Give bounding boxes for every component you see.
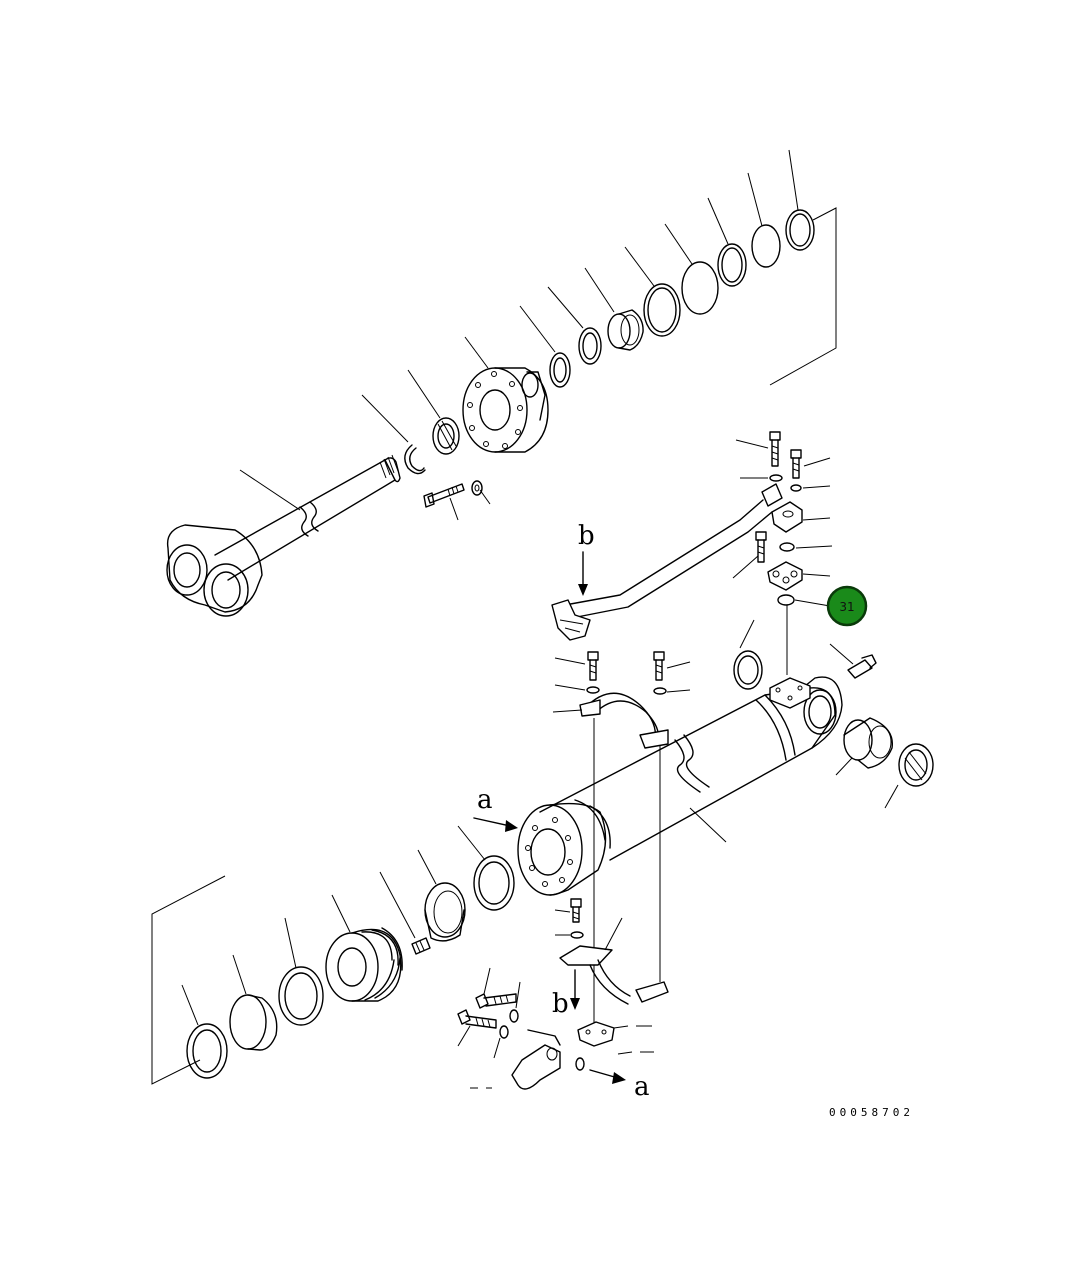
cylinder-head [462, 367, 549, 453]
head-washer [471, 480, 483, 496]
arrow-icon [612, 1072, 626, 1084]
clamp-bolt [570, 898, 582, 923]
hydraulic-pipe [551, 483, 783, 641]
washer [586, 686, 600, 694]
wear-ring [186, 1023, 228, 1079]
pipe-clamp [559, 945, 669, 1005]
flange-bolt [475, 993, 517, 1009]
bushing-sleeve [607, 309, 644, 351]
piston-rod [166, 454, 401, 617]
wear-ring [229, 994, 278, 1051]
dust-ring [785, 209, 815, 251]
piston-ring [278, 966, 324, 1026]
washer [769, 474, 783, 482]
view-arrow-a-top: a [473, 785, 518, 832]
washer [653, 687, 667, 695]
view-label-a: a [477, 785, 493, 815]
head-bolt [423, 483, 465, 508]
washer [790, 484, 802, 492]
o-ring [777, 594, 795, 606]
callout-badge[interactable] [826, 585, 868, 627]
piston-ring [681, 261, 719, 315]
piston [325, 927, 403, 1002]
group-bracket [769, 207, 837, 386]
cylinder-tube [517, 676, 843, 896]
view-label-b: b [552, 989, 569, 1019]
view-label-a: a [634, 1072, 650, 1102]
washer [499, 1025, 509, 1039]
backup-ring [751, 224, 781, 268]
seal-ring [578, 327, 602, 365]
arrow-icon [578, 584, 588, 596]
arrow-icon [505, 820, 518, 832]
view-arrow-b-top: b [578, 521, 595, 596]
leader-line [239, 469, 301, 511]
drawing-code: 00058702 [829, 1106, 914, 1119]
arrow-icon [570, 998, 580, 1010]
split-flange [771, 501, 803, 533]
callout-31[interactable]: 31 [826, 585, 868, 627]
callout-number: 31 [839, 600, 854, 614]
view-arrow-a-bottom: a [589, 1069, 650, 1102]
bushing [432, 417, 460, 455]
dust-seal [898, 743, 934, 787]
piston-ring [643, 283, 681, 337]
pipe-clamp [579, 692, 669, 749]
flange-bolt [790, 449, 802, 479]
washer [509, 1009, 519, 1023]
clamp-bolt [587, 651, 599, 681]
seal-ring [473, 855, 515, 911]
washer [570, 931, 584, 939]
view-label-b: b [578, 521, 595, 551]
split-flange [767, 561, 803, 591]
flange-bolt [769, 431, 781, 467]
flange-bolt [457, 1009, 497, 1029]
elbow-fitting [511, 1029, 561, 1090]
bushing-sleeve [843, 717, 894, 769]
grease-fitting [847, 654, 877, 679]
o-ring [575, 1057, 585, 1071]
clamp-bolt [653, 651, 665, 681]
flange-bolt [755, 531, 767, 563]
o-ring [779, 542, 795, 552]
pipe-flange-bottom [577, 1021, 615, 1047]
group-bracket [151, 875, 226, 1085]
seal-ring [549, 352, 571, 388]
piston-sleeve [424, 882, 466, 942]
wear-ring [717, 243, 747, 287]
view-arrow-b-bottom: b [552, 969, 580, 1019]
set-screw [411, 937, 431, 955]
snap-ring [404, 444, 426, 475]
bushing-top [733, 650, 763, 690]
